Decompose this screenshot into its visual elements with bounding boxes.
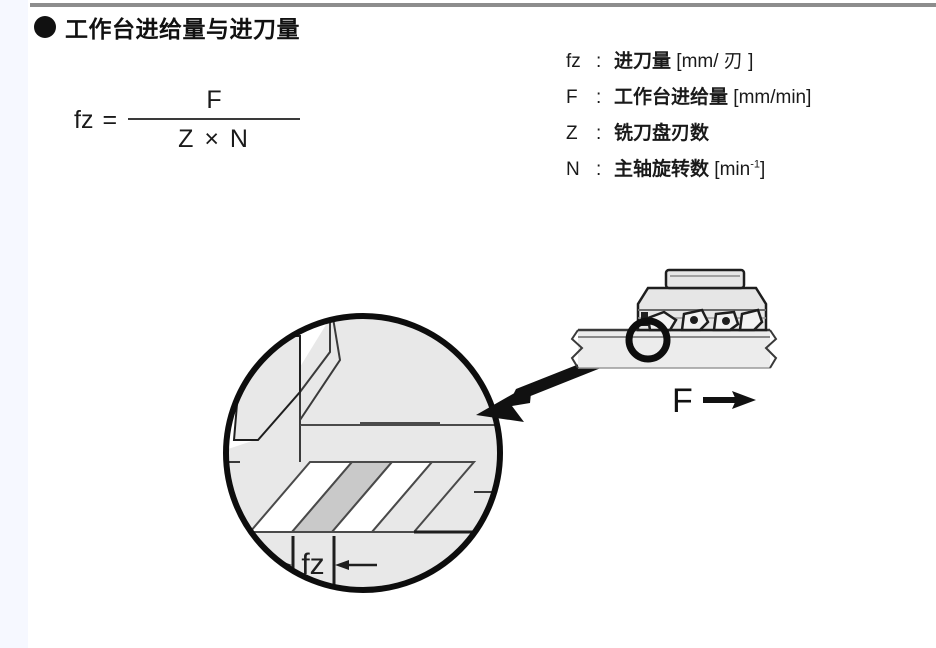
legend-colon: : bbox=[596, 51, 602, 72]
insert-screw-icon bbox=[690, 316, 698, 324]
legend-unit-tail: ] bbox=[759, 159, 766, 180]
legend-row: Z : 铣刀盘刃数 bbox=[566, 118, 811, 154]
legend-description: 进刀量 [mm/ 刃 ] bbox=[614, 46, 753, 73]
formula-fraction: F Z × N bbox=[128, 86, 301, 154]
cutter-inserts bbox=[641, 308, 764, 332]
formula-numerator: F bbox=[206, 86, 222, 114]
insert-screw-icon bbox=[722, 317, 730, 325]
legend-colon: : bbox=[596, 159, 602, 180]
detail-view-circle: fz bbox=[223, 313, 503, 593]
fz-arrowhead-right bbox=[335, 560, 349, 570]
break-symbol-right bbox=[764, 329, 778, 369]
formula-lhs: fz bbox=[74, 105, 94, 134]
legend-colon: : bbox=[596, 87, 602, 108]
legend-row: F : 工作台进给量 [mm/min] bbox=[566, 82, 811, 118]
detail-marker-circle bbox=[625, 317, 671, 363]
page-title: 工作台进给量与进刀量 bbox=[65, 16, 300, 42]
workpiece-slab bbox=[578, 330, 770, 368]
feed-arrowhead bbox=[732, 391, 756, 409]
detail-circle-outline bbox=[223, 313, 503, 593]
page-left-gutter bbox=[0, 0, 28, 648]
legend-description: 主轴旋转数 [min-1] bbox=[614, 154, 765, 181]
legend-row: N : 主轴旋转数 [min-1] bbox=[566, 154, 811, 190]
break-symbol-left bbox=[570, 329, 584, 369]
face-mill-assembly: F bbox=[570, 268, 778, 420]
legend-description: 铣刀盘刃数 bbox=[614, 118, 709, 145]
legend-unit: [mm/ 刃 ] bbox=[676, 51, 754, 72]
insert-pocket-edge bbox=[299, 317, 331, 425]
formula-fraction-bar bbox=[128, 118, 301, 120]
page-heading: 工作台进给量与进刀量 bbox=[34, 10, 300, 44]
legend-symbol: F bbox=[566, 87, 578, 108]
legend-colon: : bbox=[596, 123, 602, 144]
formula-equals: = bbox=[102, 105, 118, 134]
legend-unit-base: [min bbox=[714, 159, 751, 180]
legend-symbol: Z bbox=[566, 123, 578, 144]
legend-term: 铣刀盘刃数 bbox=[614, 123, 710, 144]
bullet-icon bbox=[34, 16, 56, 38]
feed-per-tooth-formula: fz = F Z × N bbox=[74, 86, 301, 154]
legend-row: fz : 进刀量 [mm/ 刃 ] bbox=[566, 46, 811, 82]
insert bbox=[738, 308, 764, 332]
milling-figure: fz bbox=[0, 240, 936, 640]
feed-label: F bbox=[672, 382, 693, 420]
legend-description: 工作台进给量 [mm/min] bbox=[614, 82, 811, 109]
cutter-arbor bbox=[664, 268, 746, 290]
header-divider-rule bbox=[30, 3, 936, 7]
legend-unit: [mm/min] bbox=[733, 87, 812, 108]
feed-direction-indicator: F bbox=[672, 382, 756, 420]
legend-unit-exponent: -1 bbox=[750, 158, 760, 171]
legend-unit: [min-1] bbox=[714, 159, 765, 180]
legend-symbol: N bbox=[566, 159, 580, 180]
legend-term: 进刀量 bbox=[614, 51, 672, 72]
callout-arrowhead bbox=[476, 383, 532, 422]
formula-denominator: Z × N bbox=[178, 125, 250, 153]
fz-dimension-label: fz bbox=[301, 548, 324, 581]
detail-circle-contents: fz bbox=[227, 317, 499, 589]
legend-term: 工作台进给量 bbox=[614, 87, 729, 108]
legend-symbol: fz bbox=[566, 51, 581, 72]
legend-term: 主轴旋转数 bbox=[614, 159, 710, 180]
symbol-legend: fz : 进刀量 [mm/ 刃 ] F : 工作台进给量 [mm/min] Z … bbox=[566, 46, 811, 190]
